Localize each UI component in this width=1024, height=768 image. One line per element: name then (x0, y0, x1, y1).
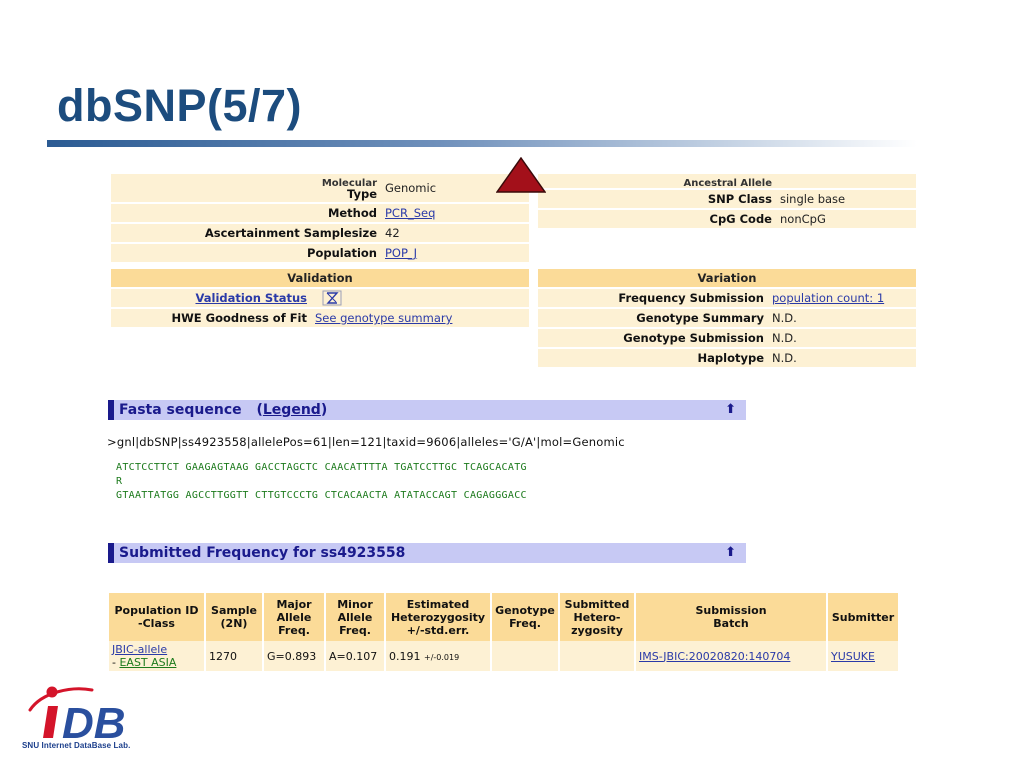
jbic-allele-link[interactable]: JBIC-allele (112, 643, 168, 656)
idb-logo: DB (28, 686, 126, 748)
back-to-top-arrow-icon[interactable]: ⬆ (725, 545, 736, 560)
hwe-row: HWE Goodness of Fit See genotype summary (111, 309, 529, 327)
variation-value: N.D. (768, 329, 916, 347)
east-asia-link[interactable]: EAST ASIA (119, 656, 177, 669)
top-right-info-table: Ancestral Allele SNP Class single base C… (538, 172, 916, 230)
submitted-heterozygosity-cell (560, 641, 634, 671)
info-row-cpg-code: CpG Code nonCpG (538, 210, 916, 228)
population-prefix: - (112, 656, 120, 669)
info-row-ascertainment: Ascertainment Samplesize 42 (111, 224, 529, 242)
variation-header: Variation (538, 269, 916, 287)
info-value-ancestral-allele (776, 174, 916, 188)
variation-label: Genotype Submission (538, 329, 768, 347)
info-value-snp-class: single base (776, 190, 916, 208)
variation-row: Haplotype N.D. (538, 349, 916, 367)
column-header-submitter: Submitter (828, 593, 898, 641)
column-header-sample: Sample(2N) (206, 593, 262, 641)
heterozygosity-cell: 0.191 +/-0.019 (386, 641, 490, 671)
variation-label: Frequency Submission (538, 289, 768, 307)
back-to-top-arrow-icon[interactable]: ⬆ (725, 402, 736, 417)
genotype-freq-cell (492, 641, 558, 671)
fasta-sequence-line: GTAATTATGG AGCCTTGGTT CTTGTCCCTG CTCACAA… (116, 490, 527, 501)
submitter-link[interactable]: YUSUKE (831, 649, 875, 663)
fasta-allele-line: R (116, 476, 123, 487)
population-link[interactable]: POP_J (385, 246, 418, 260)
info-label-ascertainment: Ascertainment Samplesize (111, 224, 381, 242)
info-label-population: Population (111, 244, 381, 262)
top-left-info-table: Molecular Type Genomic Method PCR_Seq As… (111, 172, 529, 264)
fasta-header-line: >gnl|dbSNP|ss4923558|allelePos=61|len=12… (107, 435, 625, 449)
info-row-method: Method PCR_Seq (111, 204, 529, 222)
info-label-ancestral-allele: Ancestral Allele (683, 178, 772, 189)
svg-text:DB: DB (62, 699, 126, 748)
info-label-molecular: Molecular (321, 178, 377, 189)
fasta-section-title: Fasta sequence (119, 402, 242, 418)
variation-label: Genotype Summary (538, 309, 768, 327)
validation-header: Validation (111, 269, 529, 287)
info-row-snp-class: SNP Class single base (538, 190, 916, 208)
warning-triangle-icon (496, 157, 546, 193)
variation-row: Frequency Submission population count: 1 (538, 289, 916, 307)
frequency-section-header: Submitted Frequency for ss4923558 ⬆ (108, 543, 746, 563)
info-value-ascertainment: 42 (381, 224, 529, 242)
validation-status-link[interactable]: Validation Status (195, 291, 307, 305)
slide-title: dbSNP(5/7) (57, 80, 303, 131)
method-link[interactable]: PCR_Seq (385, 206, 436, 220)
legend-open-paren: ( (256, 402, 263, 418)
hourglass-icon (322, 290, 342, 306)
genotype-summary-link[interactable]: See genotype summary (315, 311, 453, 325)
info-label-method: Method (111, 204, 381, 222)
info-value-cpg-code: nonCpG (776, 210, 916, 228)
legend-link[interactable]: Legend (262, 402, 321, 418)
legend-close-paren: ) (320, 402, 328, 418)
submission-batch-link[interactable]: IMS-JBIC:20020820:140704 (639, 649, 791, 663)
variation-label: Haplotype (538, 349, 768, 367)
frequency-section-title: Submitted Frequency for ss4923558 (119, 545, 406, 561)
population-count-link[interactable]: population count: 1 (772, 291, 885, 305)
variation-row: Genotype Summary N.D. (538, 309, 916, 327)
sample-cell: 1270 (206, 641, 262, 671)
validation-status-row: Validation Status (111, 289, 529, 307)
info-label-type: Type (346, 187, 377, 201)
minor-allele-cell: A=0.107 (326, 641, 384, 671)
logo-subtitle: SNU Internet DataBase Lab. (22, 741, 131, 750)
submission-batch-cell: IMS-JBIC:20020820:140704 (636, 641, 826, 671)
validation-table: Validation Validation Status HWE Goodnes… (111, 267, 529, 329)
info-label-snp-class: SNP Class (538, 190, 776, 208)
column-header-population: Population ID-Class (109, 593, 204, 641)
hwe-label: HWE Goodness of Fit (111, 309, 311, 327)
variation-row: Genotype Submission N.D. (538, 329, 916, 347)
variation-value: N.D. (768, 349, 916, 367)
variation-value: N.D. (768, 309, 916, 327)
info-row-molecular-type: Molecular Type Genomic (111, 174, 529, 202)
info-row-population: Population POP_J (111, 244, 529, 262)
fasta-sequence-line: ATCTCCTTCT GAAGAGTAAG GACCTAGCTC CAACATT… (116, 462, 527, 473)
submitter-cell: YUSUKE (828, 641, 898, 671)
variation-table: Variation Frequency Submission populatio… (538, 267, 916, 369)
info-label-cpg-code: CpG Code (538, 210, 776, 228)
info-row-ancestral-allele: Ancestral Allele (538, 174, 916, 188)
table-row: JBIC-allele - EAST ASIA 1270 G=0.893 A=0… (109, 641, 898, 671)
fasta-section-header: Fasta sequence (Legend) ⬆ (108, 400, 746, 420)
population-cell: JBIC-allele - EAST ASIA (109, 641, 204, 671)
title-underline (47, 140, 917, 147)
major-allele-cell: G=0.893 (264, 641, 324, 671)
